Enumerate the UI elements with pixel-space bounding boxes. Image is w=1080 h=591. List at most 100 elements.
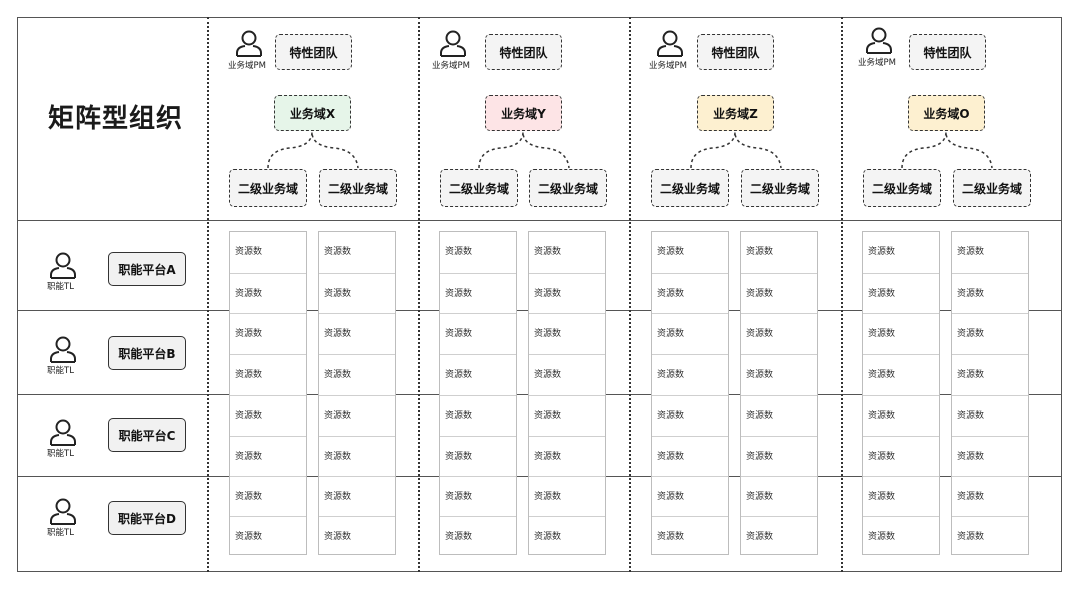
sub-domain-box: 二级业务域 <box>440 169 518 207</box>
resource-cell: 资源数 <box>952 313 1028 353</box>
resource-cell: 资源数 <box>957 247 985 257</box>
hierarchy-connector <box>478 131 570 169</box>
resource-cell: 资源数 <box>529 395 605 435</box>
feature-team-box: 特性团队 <box>275 34 352 70</box>
resource-column: 资源数资源数资源数资源数资源数资源数资源数资源数 <box>951 231 1029 555</box>
feature-team-box: 特性团队 <box>485 34 562 70</box>
resource-cell: 资源数 <box>741 273 817 313</box>
person-icon <box>866 27 892 54</box>
resource-column: 资源数资源数资源数资源数资源数资源数资源数资源数 <box>651 231 729 555</box>
resource-cell: 资源数 <box>230 273 306 313</box>
person-icon <box>657 30 683 57</box>
resource-column: 资源数资源数资源数资源数资源数资源数资源数资源数 <box>528 231 606 555</box>
resource-cell: 资源数 <box>230 476 306 516</box>
resource-cell: 资源数 <box>741 436 817 476</box>
resource-cell: 资源数 <box>652 476 728 516</box>
matrix-frame <box>17 17 1062 572</box>
resource-cell: 资源数 <box>529 313 605 353</box>
resource-cell: 资源数 <box>230 395 306 435</box>
platform-box-d: 职能平台D <box>108 501 186 535</box>
platform-box-c: 职能平台C <box>108 418 186 452</box>
resource-cell: 资源数 <box>952 273 1028 313</box>
domain-box-z: 业务域Z <box>697 95 774 131</box>
resource-cell: 资源数 <box>863 436 939 476</box>
pm-label: 业务域PM <box>432 61 470 71</box>
resource-cell: 资源数 <box>529 516 605 556</box>
resource-cell: 资源数 <box>230 354 306 394</box>
resource-cell: 资源数 <box>440 476 516 516</box>
resource-cell: 资源数 <box>440 313 516 353</box>
resource-cell: 资源数 <box>741 476 817 516</box>
sub-domain-box: 二级业务域 <box>529 169 607 207</box>
resource-cell: 资源数 <box>529 476 605 516</box>
resource-cell: 资源数 <box>440 395 516 435</box>
resource-cell: 资源数 <box>230 516 306 556</box>
feature-team-box: 特性团队 <box>697 34 774 70</box>
pm-label: 业务域PM <box>649 61 687 71</box>
pm-label: 业务域PM <box>858 58 896 68</box>
resource-cell: 资源数 <box>952 436 1028 476</box>
resource-cell: 资源数 <box>319 313 395 353</box>
column-divider <box>207 17 209 572</box>
resource-cell: 资源数 <box>534 247 562 257</box>
resource-cell: 资源数 <box>652 436 728 476</box>
resource-cell: 资源数 <box>952 354 1028 394</box>
platform-box-b: 职能平台B <box>108 336 186 370</box>
resource-column: 资源数资源数资源数资源数资源数资源数资源数资源数 <box>229 231 307 555</box>
resource-column: 资源数资源数资源数资源数资源数资源数资源数资源数 <box>439 231 517 555</box>
platform-box-a: 职能平台A <box>108 252 186 286</box>
resource-cell: 资源数 <box>440 516 516 556</box>
tl-label: 职能TL <box>47 282 74 292</box>
resource-cell: 资源数 <box>652 395 728 435</box>
resource-cell: 资源数 <box>319 516 395 556</box>
resource-cell: 资源数 <box>741 395 817 435</box>
resource-cell: 资源数 <box>319 354 395 394</box>
resource-cell: 资源数 <box>529 273 605 313</box>
tl-label: 职能TL <box>47 528 74 538</box>
person-icon <box>236 30 262 57</box>
resource-cell: 资源数 <box>652 354 728 394</box>
header-divider <box>17 220 1062 221</box>
tl-label: 职能TL <box>47 366 74 376</box>
resource-cell: 资源数 <box>746 247 774 257</box>
sub-domain-box: 二级业务域 <box>651 169 729 207</box>
domain-box-y: 业务域Y <box>485 95 562 131</box>
resource-cell: 资源数 <box>652 273 728 313</box>
column-divider <box>841 17 843 572</box>
domain-box-o: 业务域O <box>908 95 985 131</box>
resource-column: 资源数资源数资源数资源数资源数资源数资源数资源数 <box>740 231 818 555</box>
pm-label: 业务域PM <box>228 61 266 71</box>
hierarchy-connector <box>901 131 993 169</box>
resource-cell: 资源数 <box>652 516 728 556</box>
resource-cell: 资源数 <box>863 354 939 394</box>
hierarchy-connector <box>690 131 782 169</box>
resource-cell: 资源数 <box>652 313 728 353</box>
resource-cell: 资源数 <box>230 436 306 476</box>
resource-cell: 资源数 <box>741 313 817 353</box>
column-divider <box>629 17 631 572</box>
resource-cell: 资源数 <box>863 516 939 556</box>
sub-domain-box: 二级业务域 <box>741 169 819 207</box>
domain-box-x: 业务域X <box>274 95 351 131</box>
resource-cell: 资源数 <box>952 516 1028 556</box>
column-divider <box>418 17 420 572</box>
resource-cell: 资源数 <box>741 354 817 394</box>
resource-cell: 资源数 <box>324 247 352 257</box>
person-icon <box>50 498 76 525</box>
hierarchy-connector <box>267 131 359 169</box>
resource-cell: 资源数 <box>952 395 1028 435</box>
resource-cell: 资源数 <box>440 436 516 476</box>
resource-cell: 资源数 <box>657 247 685 257</box>
resource-cell: 资源数 <box>440 273 516 313</box>
resource-cell: 资源数 <box>868 247 896 257</box>
feature-team-box: 特性团队 <box>909 34 986 70</box>
resource-cell: 资源数 <box>863 395 939 435</box>
resource-cell: 资源数 <box>319 395 395 435</box>
resource-cell: 资源数 <box>445 247 473 257</box>
resource-column: 资源数资源数资源数资源数资源数资源数资源数资源数 <box>318 231 396 555</box>
person-icon <box>440 30 466 57</box>
sub-domain-box: 二级业务域 <box>863 169 941 207</box>
person-icon <box>50 419 76 446</box>
tl-label: 职能TL <box>47 449 74 459</box>
person-icon <box>50 252 76 279</box>
